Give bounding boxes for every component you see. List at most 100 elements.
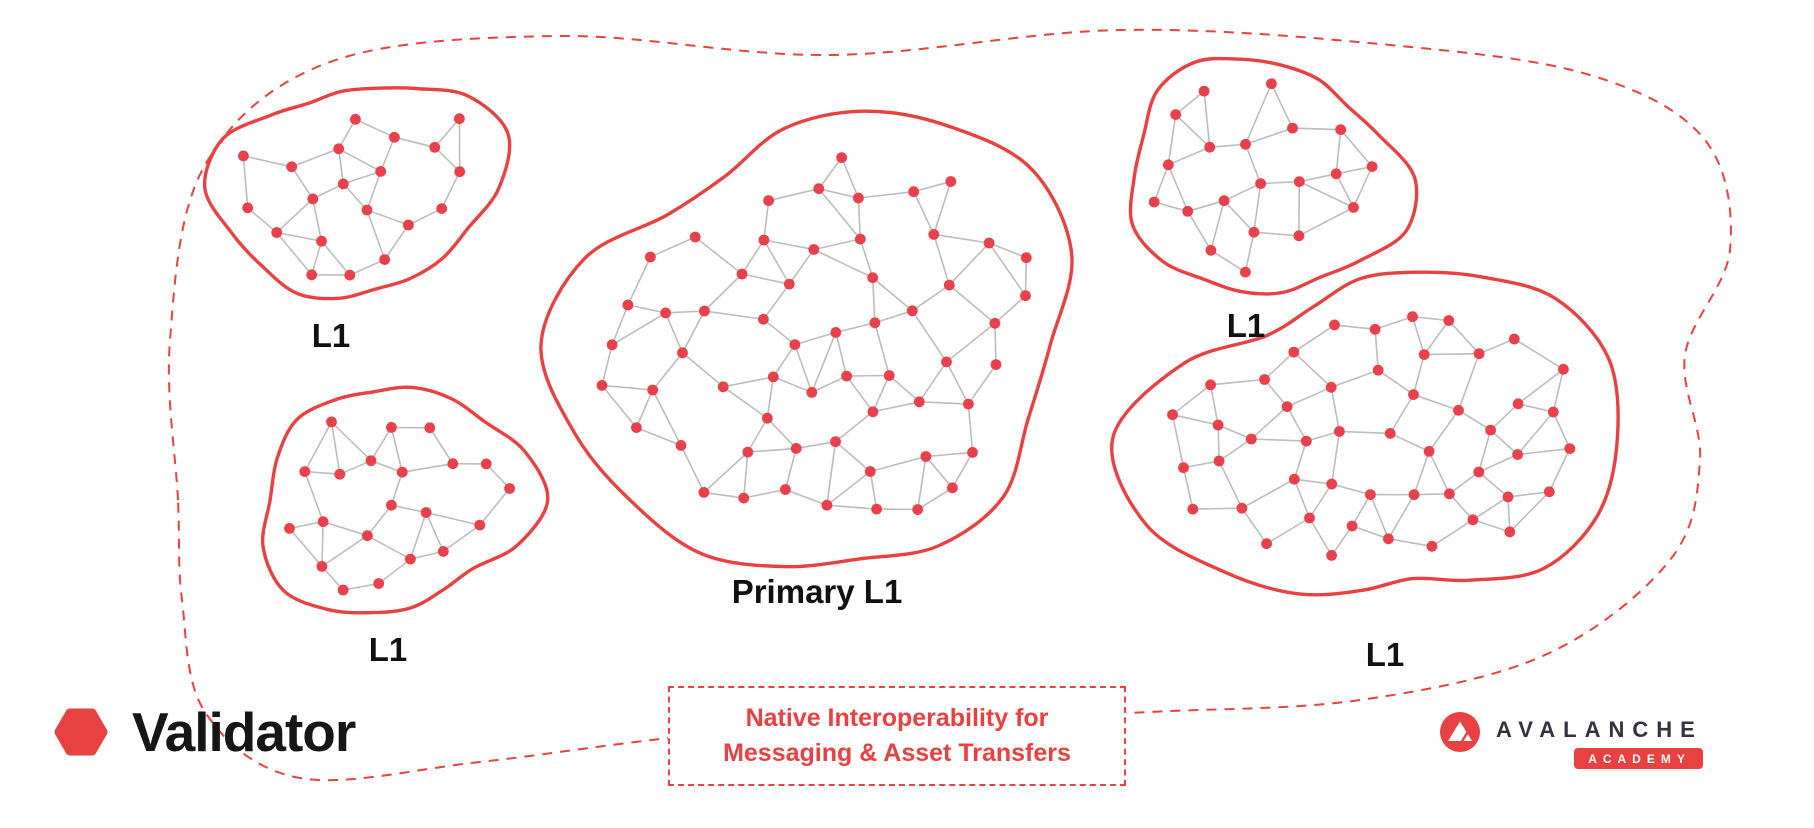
validator-node	[947, 482, 958, 494]
brand-badge: ACADEMY	[1574, 748, 1703, 769]
brand-name: AVALANCHE	[1496, 717, 1703, 742]
interop-callout: Native Interoperability for Messaging & …	[668, 686, 1126, 786]
validator-node	[1236, 502, 1248, 514]
validator-node	[1485, 424, 1496, 436]
validator-node	[660, 307, 671, 319]
validator-node	[767, 371, 779, 383]
validator-node	[1167, 409, 1178, 421]
validator-node	[405, 553, 416, 565]
validator-node	[808, 244, 820, 255]
validator-node	[1240, 266, 1251, 278]
validator-node	[864, 466, 876, 477]
validator-node	[1383, 533, 1394, 545]
validator-node	[1473, 466, 1485, 478]
validator-node	[350, 113, 361, 125]
cluster-edges	[242, 118, 461, 276]
validator-node	[1293, 176, 1305, 188]
avalanche-academy-logo: AVALANCHE ACADEMY	[1438, 710, 1703, 769]
validator-node	[631, 422, 642, 433]
validator-node	[386, 499, 397, 511]
validator-node	[867, 272, 879, 284]
validator-node	[429, 141, 441, 153]
validator-node	[271, 227, 283, 238]
validator-node	[780, 484, 791, 495]
validator-node	[424, 422, 436, 434]
validator-node	[504, 483, 515, 494]
validator-node	[1259, 374, 1270, 385]
validator-node	[836, 152, 848, 164]
validator-node	[622, 299, 634, 311]
validator-node	[1467, 514, 1479, 526]
interop-line-1: Native Interoperability for	[745, 704, 1049, 733]
validator-node	[908, 186, 920, 198]
validator-node	[386, 422, 397, 433]
cluster-label-top-left: L1	[311, 317, 351, 354]
validator-node	[736, 268, 748, 280]
validator-node	[1408, 489, 1420, 501]
validator-node	[1198, 85, 1210, 97]
validator-node	[1288, 473, 1300, 485]
validator-node	[474, 519, 486, 531]
validator-node	[1473, 348, 1485, 360]
validator-node	[699, 305, 710, 317]
validator-node	[945, 176, 957, 187]
cluster-outline	[1110, 270, 1620, 597]
validator-node	[789, 339, 801, 350]
validator-node	[1418, 349, 1430, 360]
validator-node	[1543, 486, 1555, 498]
validator-node	[963, 398, 974, 410]
validator-node	[853, 192, 864, 204]
validator-node	[647, 384, 659, 396]
cluster-outline	[260, 385, 550, 615]
validator-node	[1334, 426, 1345, 437]
validator-node	[1558, 363, 1569, 375]
validator-node	[316, 561, 328, 572]
validator-node	[1330, 168, 1342, 180]
validator-node	[344, 269, 356, 281]
validator-node	[989, 317, 1001, 329]
validator-hexagon-icon	[54, 708, 108, 756]
validator-node	[677, 347, 688, 359]
validator-node	[928, 229, 940, 240]
validator-node	[1384, 428, 1396, 439]
cluster-outline	[539, 109, 1074, 569]
validator-node	[1564, 443, 1576, 454]
validator-node	[1325, 381, 1337, 393]
validator-node	[1281, 401, 1293, 412]
validator-legend: Validator	[52, 700, 356, 764]
validator-node	[906, 305, 918, 317]
cluster-nodes	[238, 113, 466, 281]
cluster-label-bottom-right: L1	[1365, 636, 1405, 673]
validator-node	[454, 166, 466, 178]
validator-node	[783, 278, 795, 290]
validator-node	[967, 447, 978, 458]
validator-node	[943, 279, 955, 291]
validator-node	[758, 313, 769, 325]
cluster-bottom-right	[1110, 270, 1620, 597]
validator-node	[675, 440, 687, 451]
validator-node	[1453, 404, 1464, 416]
validator-node	[854, 233, 866, 245]
validator-node	[1304, 512, 1315, 524]
validator-node	[375, 166, 387, 177]
validator-node	[361, 204, 373, 216]
validator-node	[913, 396, 925, 408]
validator-node	[333, 143, 345, 155]
validator-node	[1408, 389, 1419, 400]
validator-node	[830, 436, 841, 448]
validator-node	[284, 523, 295, 534]
validator-node	[1261, 538, 1272, 550]
validator-node	[365, 455, 377, 467]
interop-line-2: Messaging & Asset Transfers	[723, 738, 1071, 767]
validator-node	[1255, 178, 1266, 190]
validator-node	[1162, 159, 1174, 171]
validator-node	[316, 235, 327, 247]
validator-node	[379, 254, 391, 265]
cluster-edges	[601, 157, 1028, 511]
validator-node	[1504, 526, 1516, 538]
validator-node	[1426, 540, 1438, 552]
validator-node	[869, 317, 881, 329]
validator-node	[373, 578, 385, 589]
validator-node	[1508, 333, 1520, 345]
